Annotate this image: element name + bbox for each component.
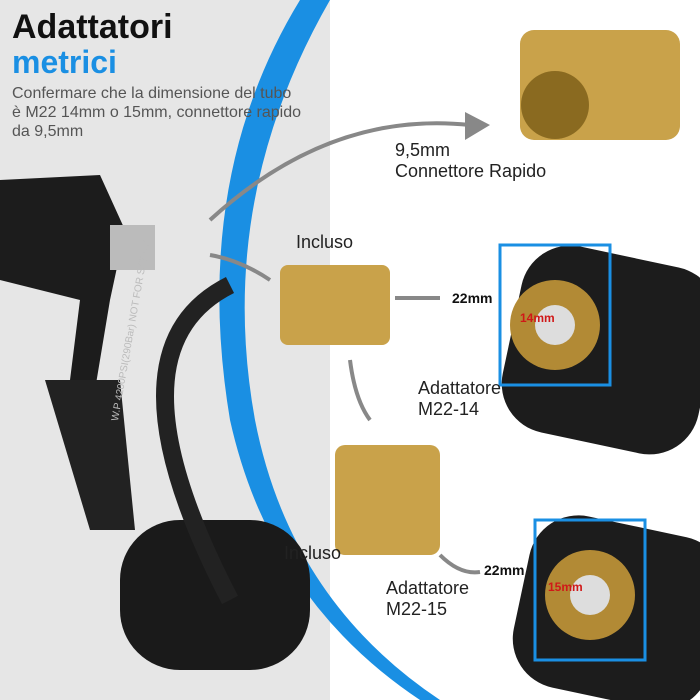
quick-connector-name: Connettore Rapido — [395, 161, 547, 181]
adapter-14-size: M22-14 — [418, 399, 480, 419]
outer-dimension-14: 22mm — [452, 290, 493, 306]
heading-line-2: metrici — [12, 44, 117, 80]
spray-gun-body — [120, 520, 310, 670]
included-coupler-image — [280, 265, 390, 345]
arrow-to-coupler — [209, 253, 272, 282]
adapter-15-size: M22-15 — [386, 599, 448, 619]
gun-quick-plug — [110, 225, 155, 270]
arrow-to-hose-15 — [438, 553, 481, 575]
arrow-to-quick-connector — [208, 121, 471, 222]
quick-connector-size: 9,5mm — [395, 140, 451, 160]
adapter-15-name: Adattatore — [386, 578, 470, 598]
inner-dimension-15: 15mm — [548, 580, 583, 594]
blue-swoosh — [219, 0, 440, 700]
spray-gun-handle — [45, 380, 135, 530]
description: Confermare che la dimensione del tubo è … — [12, 85, 302, 140]
adapter-14-name: Adattatore — [418, 378, 502, 398]
adapter-15-label: Adattatore M22-15 — [386, 578, 469, 620]
included-adapter-image — [335, 445, 440, 555]
spray-gun-grip — [0, 175, 125, 390]
outer-dimension-15: 22mm — [484, 562, 525, 578]
inner-dimension-14: 14mm — [520, 311, 555, 325]
arrow-to-adapter — [348, 359, 372, 422]
dimension-box-14 — [498, 243, 612, 387]
adapter-14-label: Adattatore M22-14 — [418, 378, 501, 420]
quick-connector-label: 9,5mm Connettore Rapido — [395, 140, 546, 182]
quick-connector-face — [521, 71, 589, 139]
included-label-1: Incluso — [296, 232, 354, 252]
heading-line-1: Adattatori — [12, 8, 173, 46]
dimension-box-15 — [533, 518, 647, 662]
hose — [156, 276, 238, 605]
included-label-2: Incluso — [284, 543, 342, 563]
